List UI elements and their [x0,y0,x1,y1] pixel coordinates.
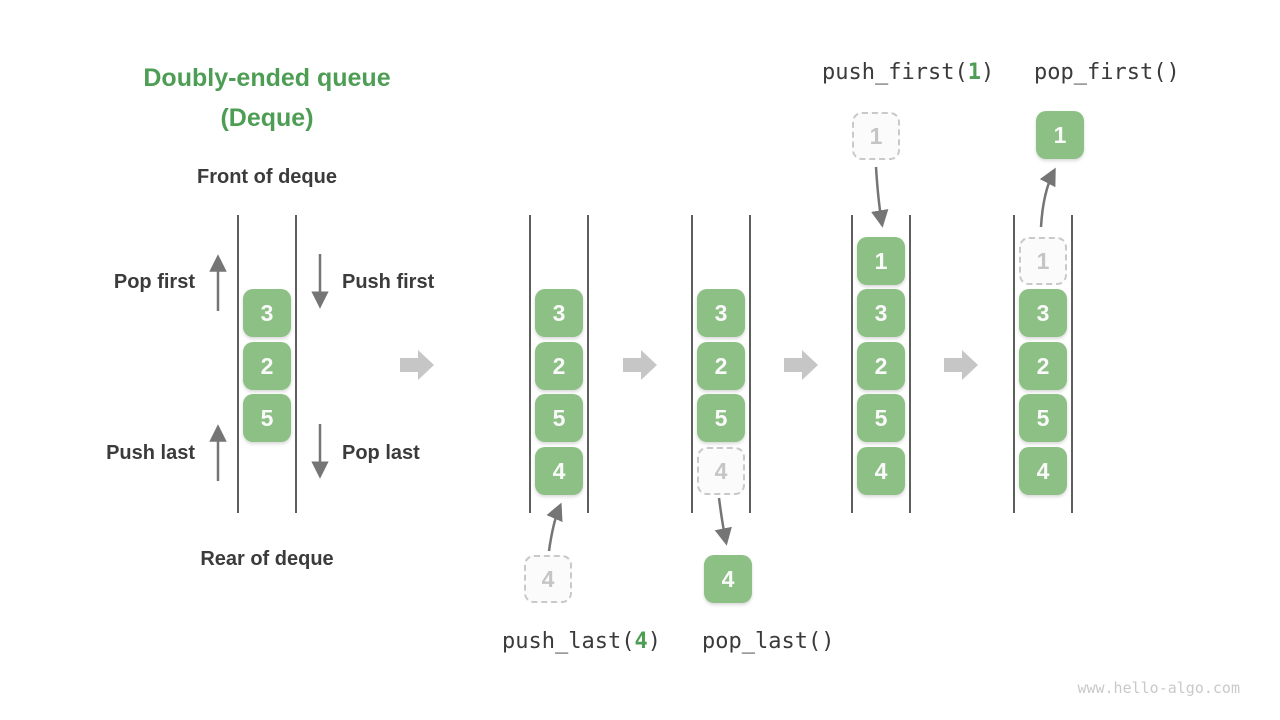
code-text: ) [980,60,995,85]
diagram-title-line2: (Deque) [220,104,314,132]
transition-arrow-icon [944,350,978,380]
diagram-title: Doubly-ended queue (Deque) [67,58,467,138]
queue-cell: 5 [697,394,745,442]
queue-cell: 4 [1019,447,1067,495]
code-text: push_last( [502,629,635,654]
queue-cell: 5 [1019,394,1067,442]
pop-last-label: Pop last [342,442,420,464]
pop-first-code-label: pop_first() [1034,60,1180,85]
queue-cell: 5 [243,394,291,442]
queue-cell: 4 [535,447,583,495]
push-last-label: Push last [106,442,195,464]
code-text: push_first( [822,60,968,85]
queue-cell: 4 [857,447,905,495]
code-arg: 1 [967,60,981,85]
code-text: pop_first() [1034,60,1180,85]
queue-cell: 2 [697,342,745,390]
push-last-source-cell: 4 [524,555,572,603]
pop-last-result-cell: 4 [704,555,752,603]
push-first-code-label: push_first(1) [822,60,994,85]
transition-arrow-icon [623,350,657,380]
queue-cell-ghost: 1 [1019,237,1067,285]
watermark: www.hello-algo.com [1077,679,1240,697]
queue-cell-ghost: 4 [697,447,745,495]
push-first-source-cell: 1 [852,112,900,160]
queue-cell: 3 [857,289,905,337]
queue-cell: 3 [535,289,583,337]
code-text: ) [647,629,661,654]
front-of-deque-label: Front of deque [197,166,337,188]
queue-cell: 1 [857,237,905,285]
transition-arrow-icon [400,350,434,380]
queue-cell: 5 [857,394,905,442]
queue-cell: 2 [535,342,583,390]
code-text: pop_last() [702,629,835,654]
queue-cell: 2 [243,342,291,390]
pop-first-label: Pop first [113,271,195,293]
code-arg: 4 [634,629,648,654]
diagram-title-line1: Doubly-ended queue [143,64,391,92]
queue-cell: 3 [697,289,745,337]
queue-cell: 3 [1019,289,1067,337]
queue-cell: 5 [535,394,583,442]
queue-cell: 3 [243,289,291,337]
queue-cell: 2 [1019,342,1067,390]
queue-cell: 2 [857,342,905,390]
transition-arrow-icon [784,350,818,380]
push-first-label: Push first [342,271,435,293]
pop-last-code-label: pop_last() [702,629,834,654]
push-last-code-label: push_last(4) [502,629,661,654]
pop-first-result-cell: 1 [1036,111,1084,159]
rear-of-deque-label: Rear of deque [200,548,334,570]
